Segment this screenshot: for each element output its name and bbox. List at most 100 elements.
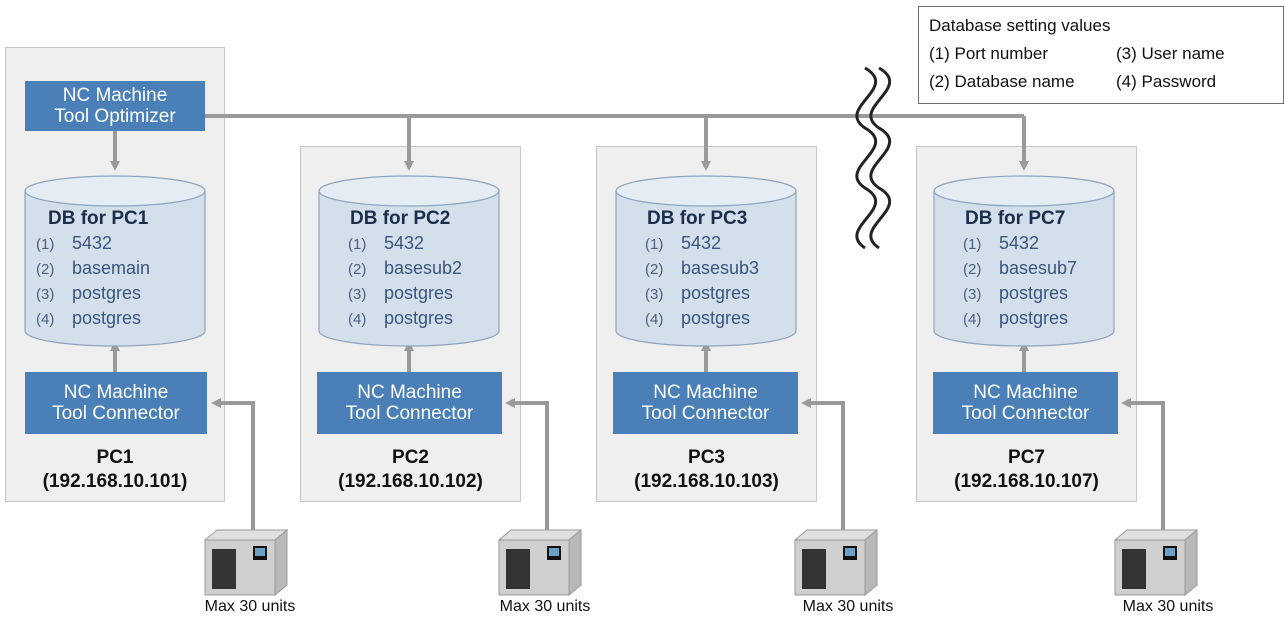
machine-icon-pc3 [793,528,879,597]
row-value: postgres [384,308,454,328]
db-row-user: (3) postgres [645,283,750,304]
db-row-dbname: (2) basemain [36,258,150,279]
connector-label-line2: Tool Connector [961,403,1090,424]
db-row-dbname: (2) basesub2 [348,258,462,279]
row-value: basesub3 [681,258,760,278]
omission-wave-symbol [855,66,892,250]
pc3-label: PC3 (192.168.10.103) [596,446,817,494]
connector-label-line2: Tool Connector [345,403,474,424]
db-row-port: (1) 5432 [963,233,1039,254]
db-row-user: (3) postgres [36,283,141,304]
row-value: 5432 [999,233,1040,253]
row-number: (3) [36,286,55,303]
row-value: postgres [999,308,1069,328]
row-value: postgres [72,308,142,328]
machine-line-pc7 [1121,398,1165,538]
db-title: DB for PC3 [647,208,748,229]
db-row-password: (4) postgres [963,308,1068,329]
row-number: (4) [36,311,55,328]
db-cylinder-pc2 [318,175,500,347]
machine-icon-pc2 [497,528,583,597]
machine-label-pc1: Max 30 units [204,598,296,615]
row-number: (1) [348,236,367,253]
db-title: DB for PC1 [48,208,149,229]
db-content-pc3: DB for PC3 (1) 5432 (2) basesub3 (3) postgr… [627,208,797,338]
db-row-password: (4) postgres [36,308,141,329]
db-content-pc1: DB for PC1 (1) 5432 (2) basemain (3) postgr… [36,208,206,338]
machine-icon-pc7 [1113,528,1199,597]
db-title: DB for PC2 [350,208,451,229]
row-number: (2) [348,261,367,278]
machine-line-pc2 [505,398,549,538]
db-cylinder-pc7 [933,175,1115,347]
db-row-password: (4) postgres [348,308,453,329]
optimizer-label-line1: NC Machine [62,85,168,106]
row-number: (4) [963,311,982,328]
connector-box-pc2: NC Machine Tool Connector [317,372,502,434]
db-content-pc7: DB for PC7 (1) 5432 (2) basesub7 (3) postgr… [945,208,1115,338]
pc-ip: (192.168.10.102) [338,471,483,492]
connector-label-line1: NC Machine [653,382,758,403]
pc2-label: PC2 (192.168.10.102) [300,446,521,494]
machine-line-pc1 [211,398,255,538]
machine-icon-pc1 [203,528,289,597]
machine-line-pc3 [801,398,845,538]
pc-name: PC1 [96,447,134,468]
connector-label-line1: NC Machine [973,382,1078,403]
pc-ip: (192.168.10.101) [42,471,188,492]
pc7-label: PC7 (192.168.10.107) [916,446,1137,494]
pc-ip: (192.168.10.107) [954,471,1099,492]
legend-item-password: (4) Password [1116,72,1217,91]
row-number: (1) [963,236,982,253]
row-value: 5432 [681,233,722,253]
row-value: 5432 [72,233,113,253]
row-number: (2) [963,261,982,278]
pc-name: PC7 [1008,447,1045,468]
row-number: (4) [645,311,664,328]
db-row-password: (4) postgres [645,308,750,329]
db-cylinder-pc3 [615,175,797,347]
row-value: basemain [72,258,151,278]
row-value: postgres [384,283,454,303]
db-title: DB for PC7 [965,208,1066,229]
optimizer-box: NC Machine Tool Optimizer [25,81,205,131]
row-number: (4) [348,311,367,328]
row-number: (1) [36,236,55,253]
row-value: postgres [999,283,1069,303]
db-row-port: (1) 5432 [645,233,721,254]
row-value: postgres [681,283,751,303]
row-value: basesub2 [384,258,463,278]
connector-label-line1: NC Machine [63,382,169,403]
legend-item-database-name: (2) Database name [929,72,1075,91]
row-number: (1) [645,236,664,253]
machine-label-pc7: Max 30 units [1122,598,1214,615]
db-cylinder-pc1 [24,175,206,347]
legend-title: Database setting values [929,16,1111,35]
pc-name: PC2 [392,447,429,468]
legend-item-port-number: (1) Port number [929,44,1049,63]
machine-label-pc3: Max 30 units [802,598,894,615]
machine-label-pc2: Max 30 units [499,598,591,615]
legend-item-user-name: (3) User name [1116,44,1225,63]
row-value: postgres [681,308,751,328]
db-row-user: (3) postgres [348,283,453,304]
db-row-user: (3) postgres [963,283,1068,304]
row-number: (3) [348,286,367,303]
row-number: (3) [645,286,664,303]
db-row-port: (1) 5432 [36,233,112,254]
legend-box: Database setting values (1) Port number … [918,6,1284,104]
row-number: (3) [963,286,982,303]
db-row-dbname: (2) basesub3 [645,258,759,279]
db-row-port: (1) 5432 [348,233,424,254]
row-value: basesub7 [999,258,1078,278]
db-content-pc2: DB for PC2 (1) 5432 (2) basesub2 (3) postgr… [330,208,500,338]
connector-label-line2: Tool Connector [641,403,770,424]
pc1-label: PC1 (192.168.10.101) [5,446,225,494]
row-value: 5432 [384,233,425,253]
connector-box-pc1: NC Machine Tool Connector [25,372,207,434]
db-row-dbname: (2) basesub7 [963,258,1077,279]
row-value: postgres [72,283,142,303]
row-number: (2) [36,261,55,278]
row-number: (2) [645,261,664,278]
